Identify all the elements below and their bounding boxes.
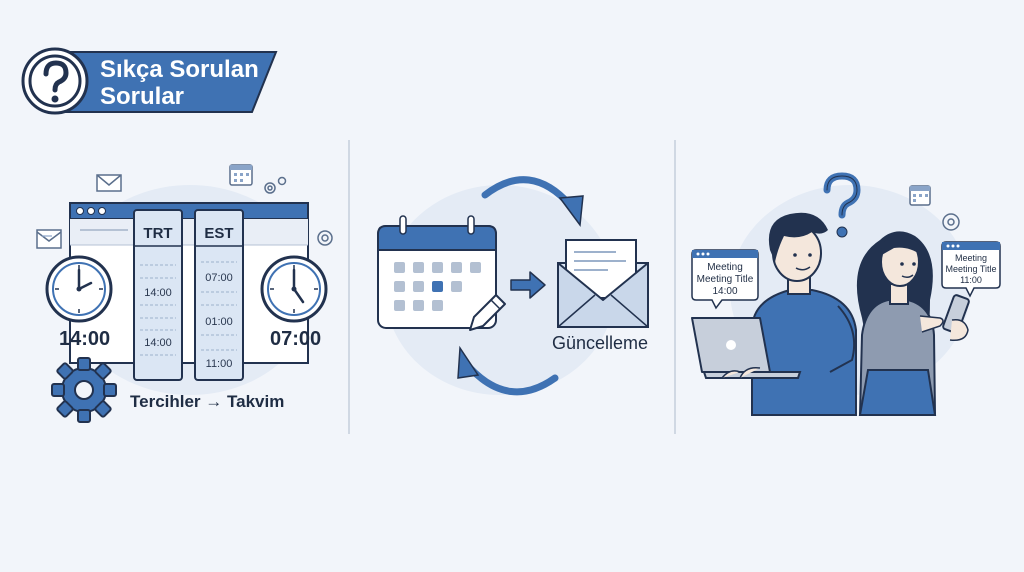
update-panel (377, 176, 649, 396)
meeting-bubble-right (941, 241, 1001, 298)
gear-icon (51, 357, 117, 423)
est-column-label: EST (204, 225, 234, 242)
trt-time-1: 14:00 (144, 287, 172, 299)
meeting-bubble-left (691, 249, 759, 310)
bubble-right-line1: Meeting (954, 253, 988, 263)
cycle-arrow-bottom (466, 364, 559, 396)
left-clock-time: 14:00 (59, 328, 111, 350)
small-gear-icon (942, 213, 960, 231)
left-clock-icon (45, 255, 113, 323)
bubble-left-time: 14:00 (712, 286, 738, 297)
settings-path-label: Tercihler → Takvim (130, 392, 285, 411)
est-column (194, 209, 244, 381)
small-calendar-icon (229, 164, 253, 186)
trt-column-label: TRT (143, 225, 173, 242)
update-label: Güncelleme (552, 333, 649, 353)
faq-header-badge (21, 47, 278, 115)
bubble-right-time: 11:00 (960, 275, 982, 285)
bubble-left-line1: Meeting (707, 262, 743, 273)
question-mark-icon (823, 172, 861, 238)
bubble-left-line2: Meeting Title (696, 274, 754, 285)
pencil-icon (469, 294, 506, 331)
man-with-laptop (691, 212, 857, 416)
trt-time-2: 14:00 (144, 337, 172, 349)
est-time-3: 11:00 (205, 358, 233, 370)
mail-icon (96, 174, 122, 192)
cycle-arrow-top (481, 176, 574, 209)
small-gear-icon (264, 176, 333, 246)
timezone-panel (36, 164, 333, 423)
woman-with-phone (856, 231, 970, 416)
trt-column (133, 209, 183, 381)
question-mark-icon (43, 60, 69, 103)
email-envelope-icon (557, 239, 649, 328)
bubble-right-line2: Meeting Title (945, 264, 997, 274)
people-panel (691, 172, 1001, 416)
right-clock-icon (260, 255, 328, 323)
faq-title-line1: Sıkça Sorulan (100, 56, 259, 83)
open-mail-icon (36, 229, 62, 249)
right-clock-time: 07:00 (270, 328, 322, 350)
est-time-1: 07:00 (205, 272, 233, 284)
small-calendar-icon (909, 185, 931, 206)
est-time-2: 01:00 (205, 316, 233, 328)
calendar-icon (377, 215, 497, 329)
faq-title-line2: Sorular (100, 83, 185, 110)
forward-arrow-icon (510, 271, 546, 299)
